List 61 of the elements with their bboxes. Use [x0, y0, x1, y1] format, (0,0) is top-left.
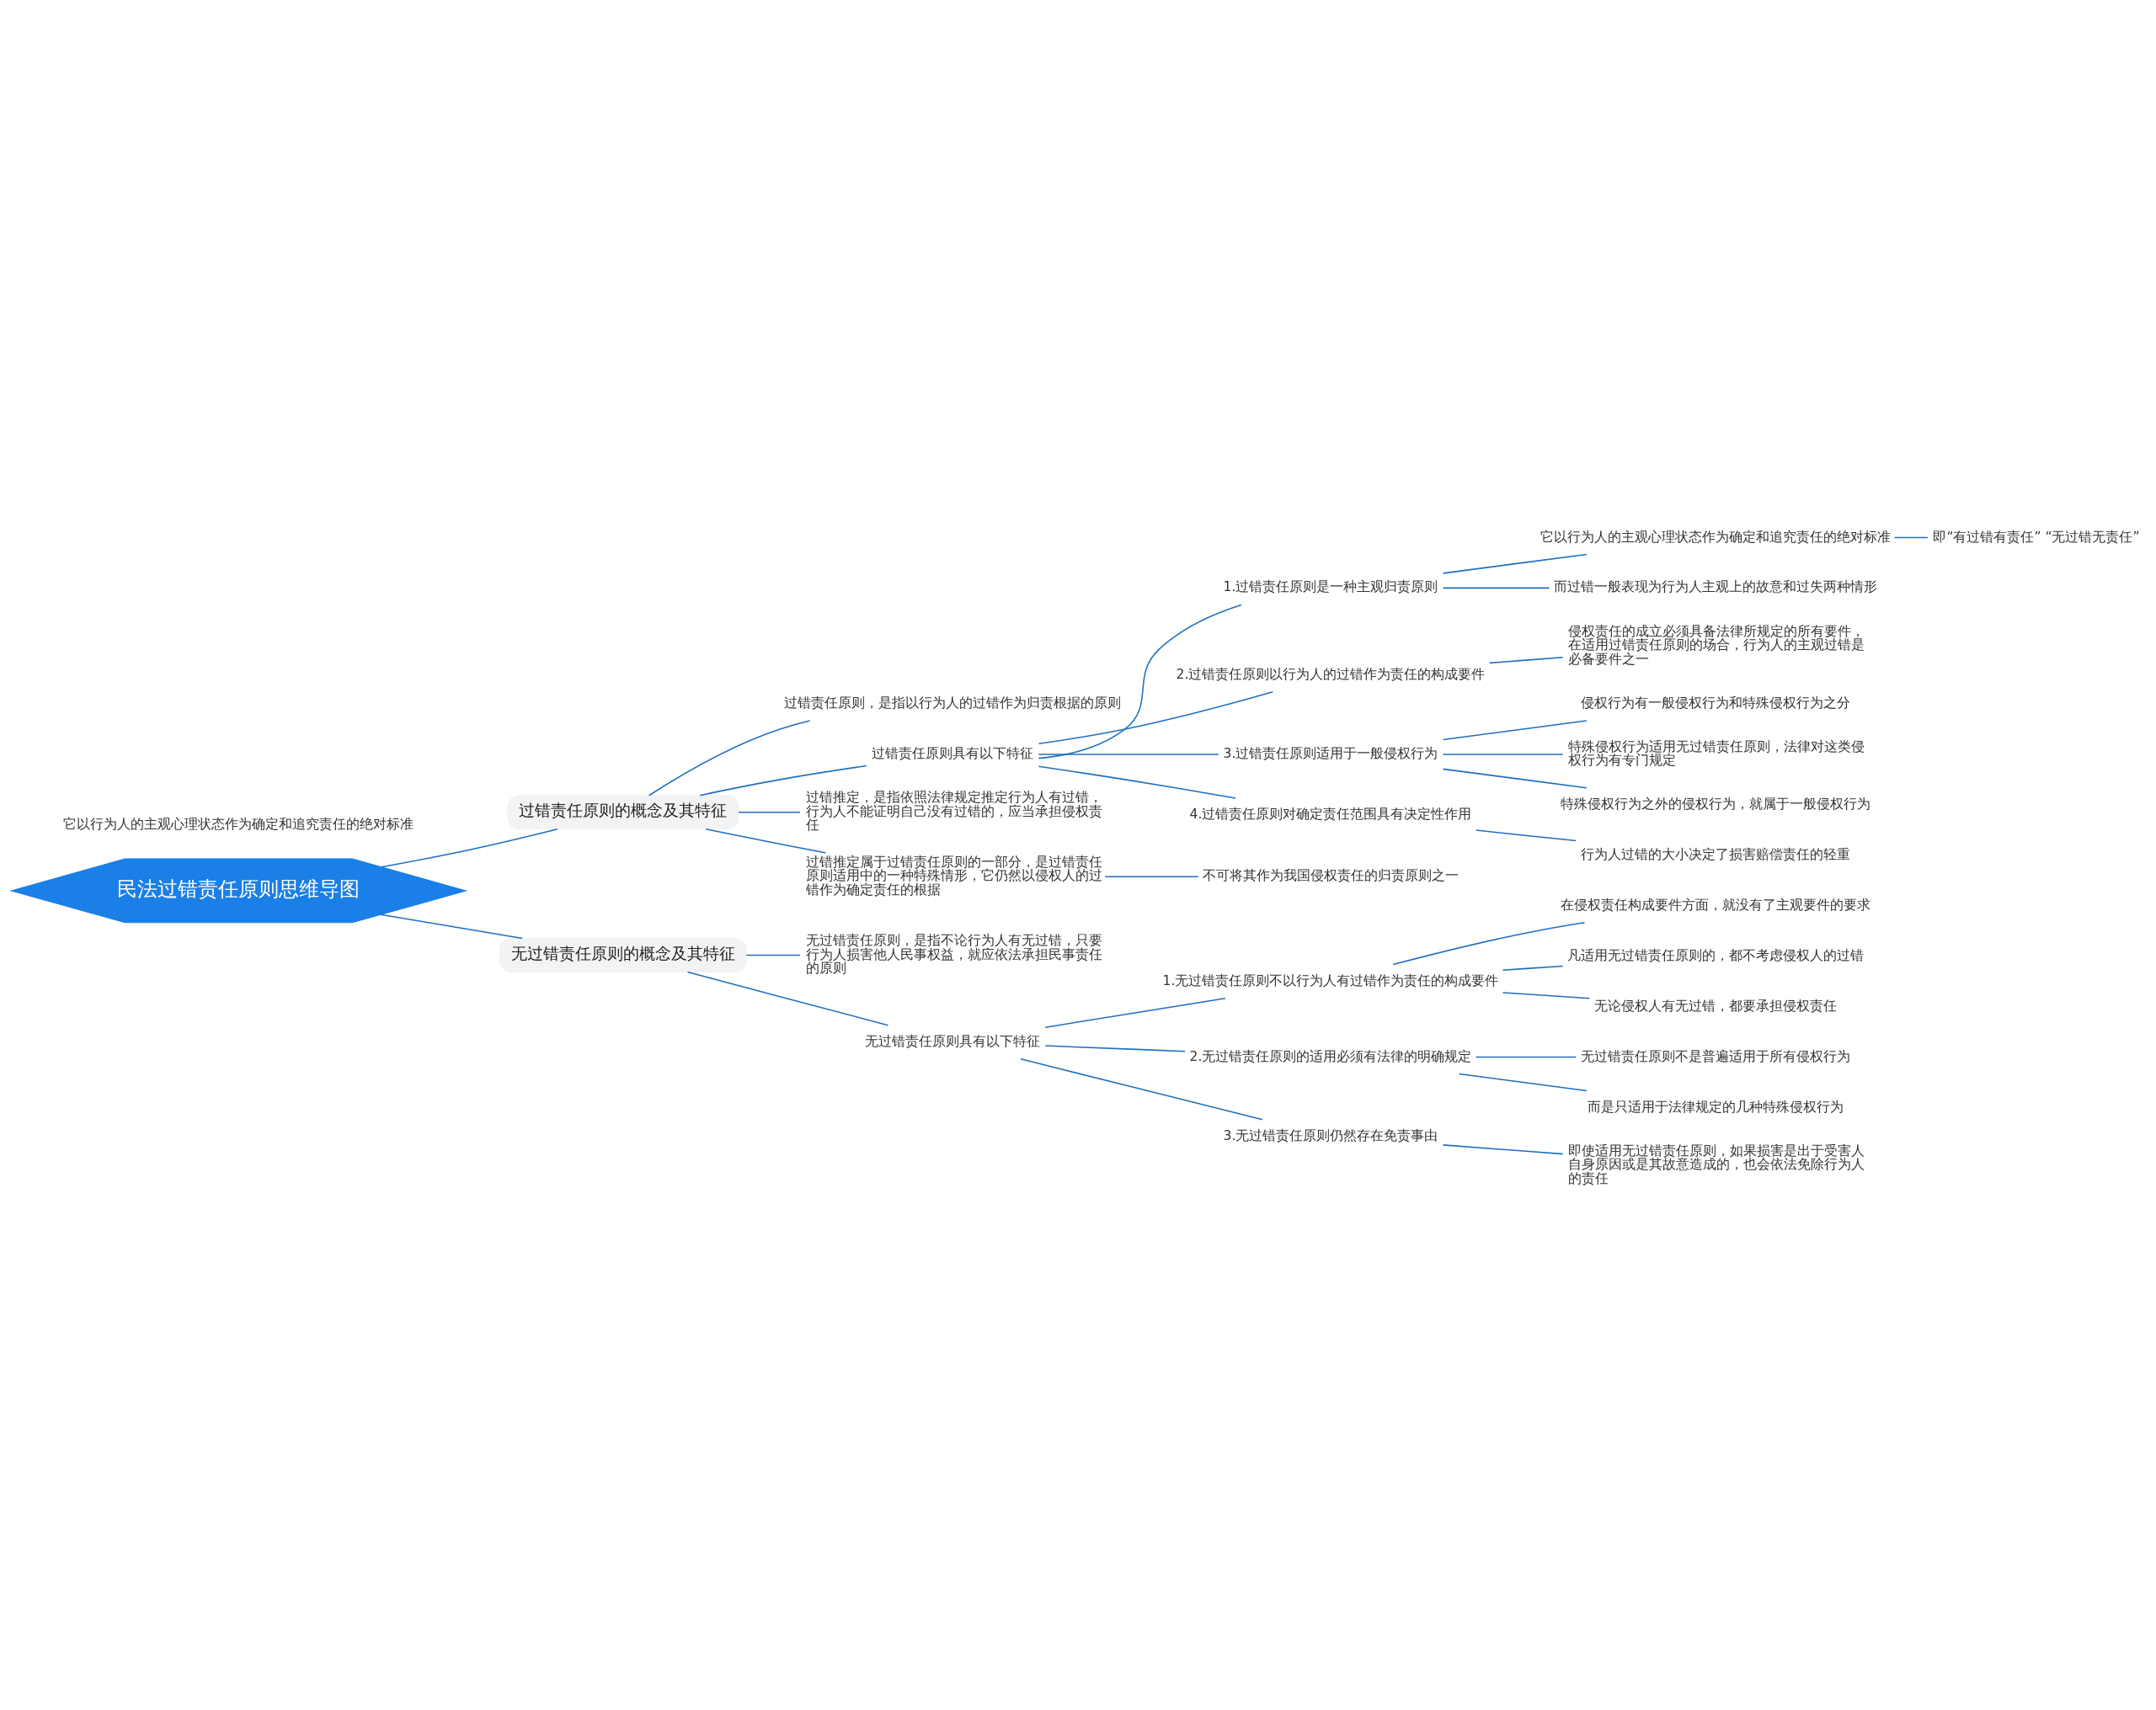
node-box: 无过错责任原则的概念及其特征 — [499, 938, 747, 973]
connector — [381, 828, 558, 868]
node-text: 1.过错责任原则是一种主观归责原则 — [1223, 579, 1438, 595]
connector — [738, 811, 801, 813]
connector — [1020, 1058, 1263, 1121]
connector — [380, 914, 523, 940]
node-text: 侵权行为有一般侵权行为和特殊侵权行为之分 — [1580, 695, 1850, 711]
connector — [1038, 765, 1236, 799]
connector — [1502, 992, 1591, 999]
node-text: 过错责任原则具有以下特征 — [872, 746, 1034, 762]
connector — [1038, 754, 1219, 755]
node-text: 无过错责任原则，是指不论行为人有无过错，只要行为人损害他人民事权益，就应依法承担民事责任的原则 — [805, 932, 1102, 977]
node-text: 4.过错责任原则对确定责任范围具有决定性作用 — [1189, 807, 1472, 823]
node-text: 不可将其作为我国侵权责任的归责原则之一 — [1203, 868, 1460, 884]
connector — [1044, 997, 1226, 1028]
node-text: 特殊侵权行为之外的侵权行为，就属于一般侵权行为 — [1560, 796, 1870, 812]
connector — [745, 954, 801, 956]
node-text: 3.过错责任原则适用于一般侵权行为 — [1223, 746, 1438, 762]
connector — [705, 828, 827, 854]
connector — [1442, 768, 1588, 789]
connector — [1502, 965, 1564, 971]
connector — [1459, 1073, 1588, 1092]
node-text: 2.过错责任原则以行为人的过错作为责任的构成要件 — [1176, 666, 1486, 682]
connector — [1442, 754, 1564, 755]
node-text: 即使适用无过错责任原则，如果损害是出于受害人自身原因或是其故意造成的，也会依法免除行为人的责任 — [1568, 1143, 1865, 1187]
connector — [1489, 657, 1564, 664]
connector — [1038, 604, 1242, 759]
node-text: 3.无过错责任原则仍然存在免责事由 — [1223, 1127, 1438, 1143]
node-text: 它以行为人的主观心理状态作为确定和追究责任的绝对标准 — [1540, 529, 1891, 545]
node-text: 无论侵权人有无过错，都要承担侵权责任 — [1593, 998, 1837, 1014]
connector — [686, 971, 889, 1026]
node-text: 过错责任原则，是指以行为人的过错作为归责根据的原则 — [784, 695, 1122, 711]
node-text: 过错推定属于过错责任原则的一部分，是过错责任原则适用中的一种特殊情形，它仍然以侵权人的过错作为确定责任的根据 — [805, 854, 1102, 898]
label: 它以行为人的主观心理状态作为确定和追究责任的绝对标准 — [63, 817, 414, 833]
connector — [1442, 553, 1588, 574]
connector — [1893, 536, 1929, 539]
connector — [699, 764, 867, 796]
node-text: 而是只适用于法律规定的几种特殊侵权行为 — [1587, 1099, 1844, 1115]
node-text: 即“有过错有责任” “无过错无责任” — [1933, 529, 2140, 545]
connector — [1442, 1144, 1564, 1155]
node-text: 而过错一般表现为行为人主观上的故意和过失两种情形 — [1553, 579, 1877, 595]
node-text: 凡适用无过错责任原则的，都不考虑侵权人的过错 — [1566, 947, 1864, 963]
node-text: 在侵权责任构成要件方面，就没有了主观要件的要求 — [1560, 897, 1870, 913]
node-text: 侵权责任的成立必须具备法律所规定的所有要件，在适用过错责任原则的场合，行为人的主观过错是必备要件之一 — [1568, 623, 1865, 667]
connector — [1475, 829, 1577, 842]
node-text: 2.无过错责任原则的适用必须有法律的明确规定 — [1189, 1048, 1472, 1064]
connector — [1104, 876, 1199, 878]
connector — [1442, 720, 1588, 741]
node-box: 过错责任原则的概念及其特征 — [507, 795, 739, 830]
node-text: 无过错责任原则不是普遍适用于所有侵权行为 — [1580, 1048, 1850, 1064]
connector — [1442, 587, 1550, 589]
node-text: 行为人过错的大小决定了损害赔偿责任的轻重 — [1580, 846, 1850, 862]
node-text: 过错推定，是指依照法律规定推定行为人有过错，行为人不能证明自己没有过错的，应当承担侵权责任 — [805, 790, 1102, 834]
connector — [1038, 690, 1274, 745]
connector — [1475, 1056, 1577, 1058]
node-text: 无过错责任原则具有以下特征 — [865, 1033, 1041, 1049]
node-text: 1.无过错责任原则不以行为人有过错作为责任的构成要件 — [1162, 972, 1499, 988]
connector — [648, 720, 811, 796]
connector — [1392, 921, 1586, 966]
node-text: 特殊侵权行为适用无过错责任原则，法律对这类侵权行为有专门规定 — [1568, 738, 1865, 769]
connector — [1044, 1045, 1186, 1052]
